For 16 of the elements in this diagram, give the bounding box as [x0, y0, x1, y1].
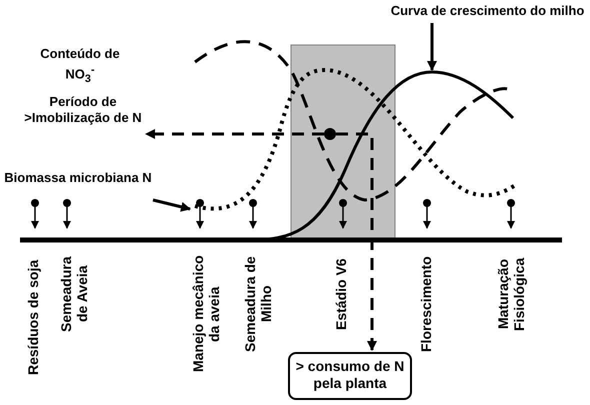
curve-caption: Curva de crescimento do milho	[385, 3, 590, 19]
outcome-box: > consumo de N pela planta	[288, 352, 412, 400]
arrow	[145, 129, 324, 139]
timeline-label: Estádio V6	[333, 257, 350, 332]
timeline-label: Manejo mecânico da aveia	[190, 254, 223, 374]
biomass-label: Biomassa microbiana N	[4, 170, 152, 186]
timeline-label: Resíduos de soja	[25, 258, 42, 377]
arrow	[336, 132, 377, 351]
timeline-label: Maturação Fisiológica	[495, 256, 528, 333]
period-label: Período de >Imobilização de N	[22, 94, 144, 126]
point-marker	[324, 128, 336, 140]
arrow	[152, 198, 191, 212]
timeline-label: Semeadura de Aveia	[58, 255, 91, 334]
arrow	[427, 23, 437, 71]
timeline-label: Semeadura de Milho	[242, 255, 275, 354]
timeline-label: Florescimento	[418, 255, 435, 354]
